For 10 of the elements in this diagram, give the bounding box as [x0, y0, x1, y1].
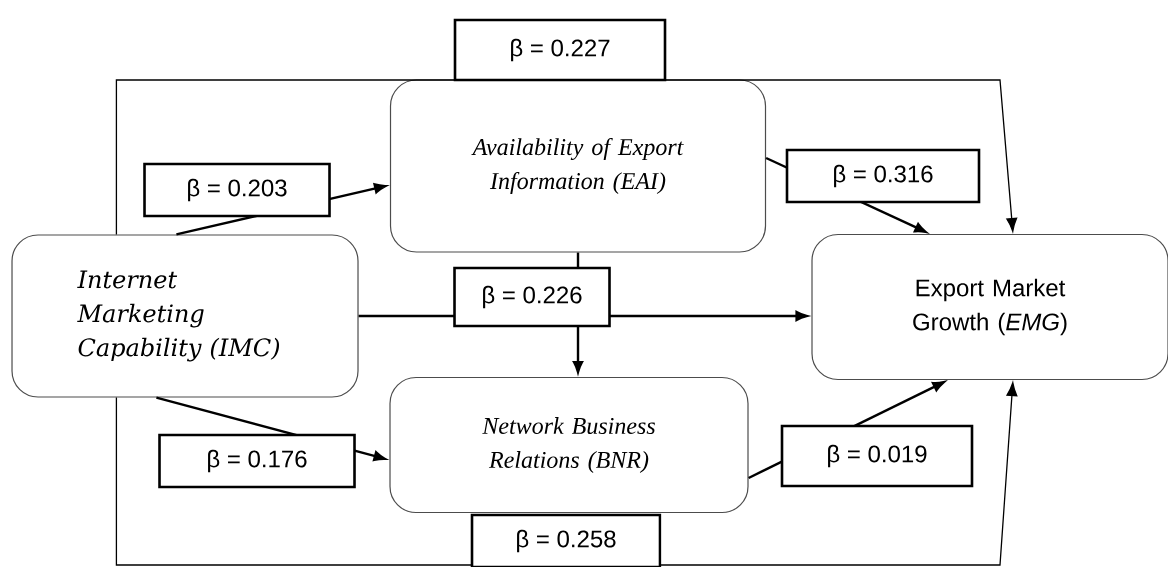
concept-box: Network Business Relations (BNR): [389, 376, 749, 514]
edge-label: β = 0.258: [470, 513, 662, 567]
arrow: [115, 382, 1018, 566]
edge-label: β = 0.019: [780, 424, 974, 488]
edge-label: β = 0.226: [453, 266, 611, 328]
edge-label: β = 0.203: [143, 162, 331, 218]
concept-box: Export Market Growth (EMG): [811, 233, 1168, 381]
concept-box: Internet Marketing Capability (IMC): [11, 234, 359, 398]
edge-label: β = 0.227: [453, 18, 667, 82]
edge-label: β = 0.176: [158, 433, 356, 489]
